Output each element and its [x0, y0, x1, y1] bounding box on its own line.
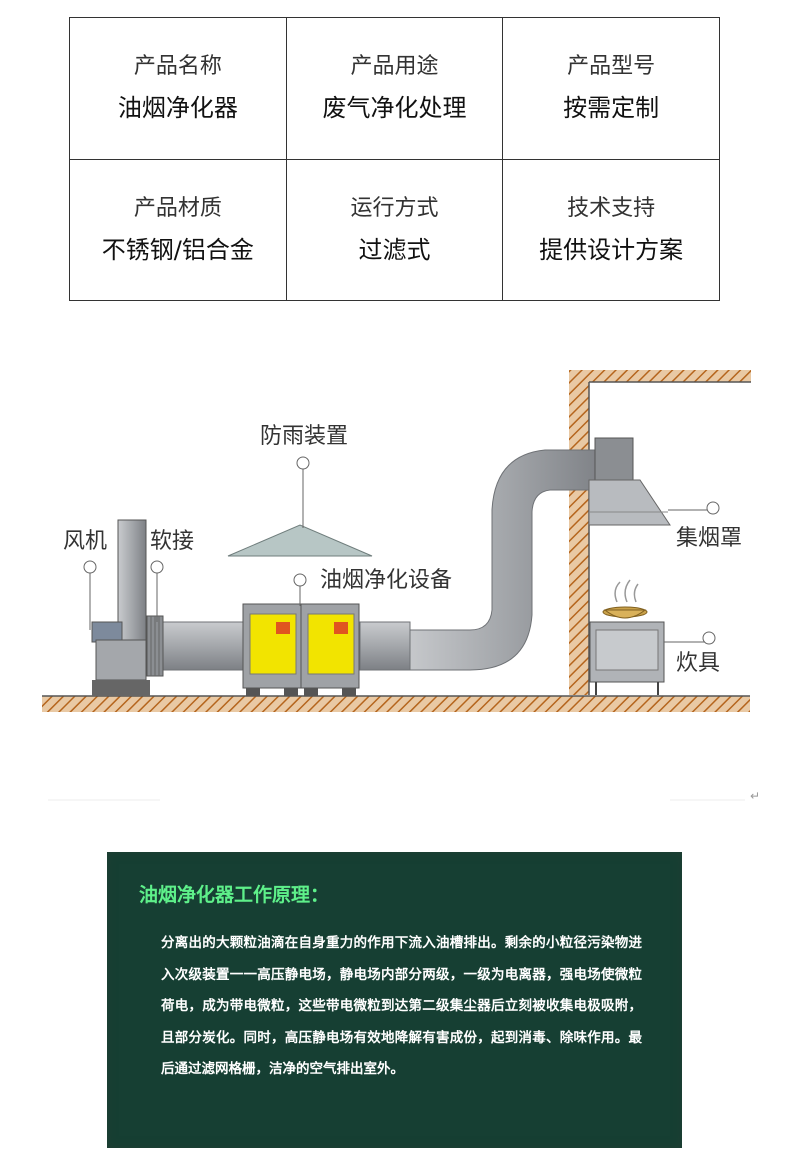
- spec-value: 不锈钢/铝合金: [101, 235, 254, 264]
- fan: [91, 519, 150, 696]
- spec-row: 产品名称 油烟净化器 产品用途 废气净化处理 产品型号 按需定制: [69, 17, 720, 160]
- spec-label: 产品型号: [567, 54, 656, 80]
- stove: [589, 579, 665, 695]
- spec-value: 过滤式: [358, 235, 431, 264]
- spec-cell-support: 技术支持 提供设计方案: [502, 158, 720, 301]
- spec-value: 按需定制: [563, 94, 660, 123]
- spec-label: 运行方式: [350, 195, 439, 221]
- return-mark-icon: ↵: [750, 789, 760, 803]
- spec-label: 产品用途: [350, 54, 439, 80]
- principle-panel: 油烟净化器工作原理： 分离出的大颗粒油滴在自身重力的作用下流入油槽排出。剩余的小…: [107, 852, 682, 1148]
- principle-body: 分离出的大颗粒油滴在自身重力的作用下流入油槽排出。剩余的小粒径污染物进入次级装置…: [161, 935, 642, 1078]
- principle-title: 油烟净化器工作原理：: [139, 884, 330, 906]
- rain-cover: [227, 524, 373, 557]
- spec-cell-material: 产品材质 不锈钢/铝合金: [69, 158, 287, 301]
- spec-value: 油烟净化器: [117, 94, 238, 123]
- soft-joint: [146, 615, 164, 677]
- spec-label: 技术支持: [567, 195, 656, 221]
- spec-cell-operation: 运行方式 过滤式: [285, 158, 504, 301]
- spec-row: 产品材质 不锈钢/铝合金 运行方式 过滤式 技术支持 提供设计方案: [69, 158, 720, 301]
- spec-label: 产品材质: [133, 195, 222, 221]
- label-hood: 集烟罩: [676, 526, 742, 551]
- label-soft-joint: 软接: [150, 529, 194, 554]
- floor: [42, 695, 750, 712]
- callouts: [83, 456, 720, 645]
- exhaust-duct: [399, 449, 606, 671]
- spec-cell-product-name: 产品名称 油烟净化器: [69, 17, 287, 160]
- smoke-hood: [588, 437, 671, 526]
- label-rain-cover: 防雨装置: [260, 424, 348, 449]
- main-duct: [159, 621, 411, 671]
- purifier-unit: [242, 603, 360, 696]
- spec-label: 产品名称: [133, 54, 222, 80]
- system-diagram: 风机 软接 防雨装置 油烟净化设备 集烟罩 炊具 ↵: [42, 370, 760, 803]
- spec-value: 废气净化处理: [322, 94, 467, 123]
- label-purifier: 油烟净化设备: [320, 568, 452, 593]
- spec-cell-product-model: 产品型号 按需定制: [502, 17, 720, 160]
- spec-value: 提供设计方案: [539, 235, 684, 264]
- spec-cell-product-usage: 产品用途 废气净化处理: [285, 17, 504, 160]
- spec-table: 产品名称 油烟净化器 产品用途 废气净化处理 产品型号 按需定制 产品材质 不锈…: [69, 17, 720, 301]
- label-fan: 风机: [63, 529, 107, 554]
- label-stove: 炊具: [676, 651, 720, 676]
